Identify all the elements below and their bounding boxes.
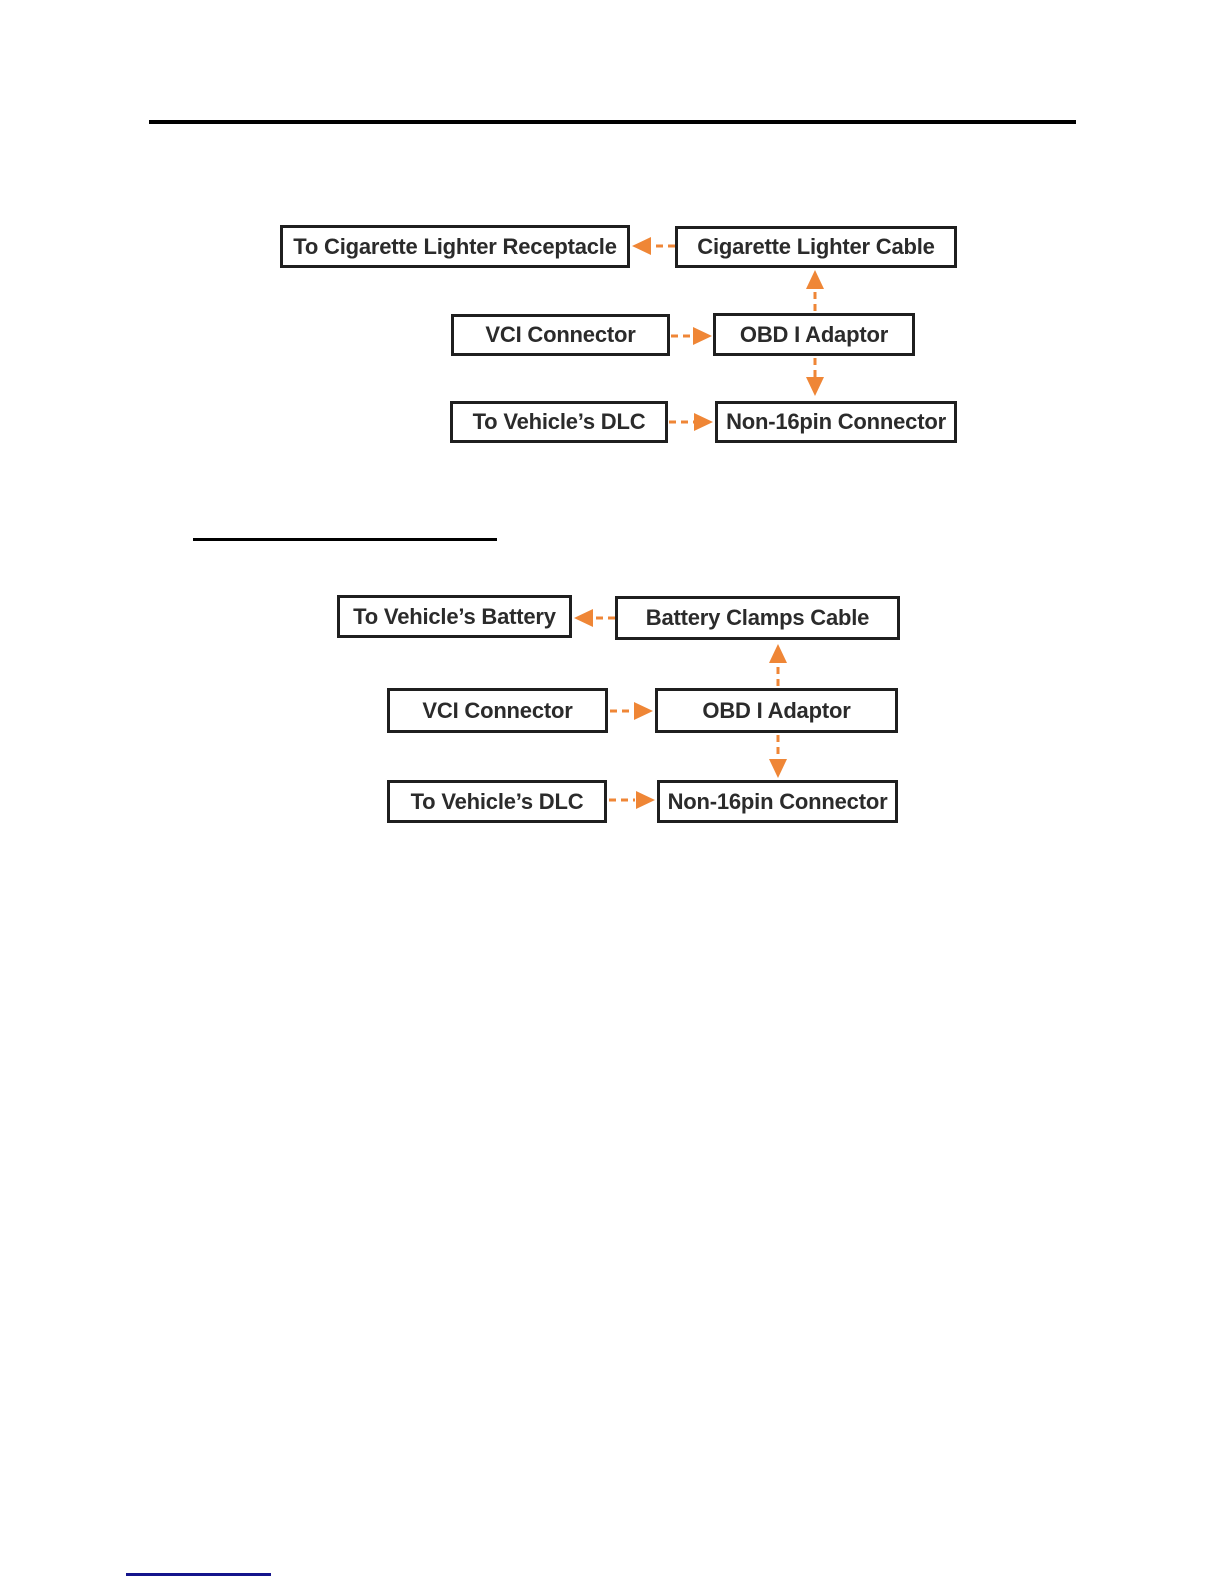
arrow-adaptor-to-non16pin-down [806,358,824,396]
header-rule [149,120,1076,124]
box-vci-connector-2: VCI Connector [387,688,608,733]
box-to-vehicles-dlc-2: To Vehicle’s DLC [387,780,607,823]
arrow-cable-to-receptacle [632,237,675,255]
arrow-dlc-to-non16pin-2 [609,791,655,809]
box-obd-i-adaptor-2: OBD I Adaptor [655,688,898,733]
arrow-clamps-to-battery [574,609,615,627]
arrow-adaptor-to-clamps-up [769,644,787,686]
box-non-16pin-connector: Non-16pin Connector [715,401,957,443]
box-obd-i-adaptor: OBD I Adaptor [713,313,915,356]
box-to-vehicles-dlc: To Vehicle’s DLC [450,401,668,443]
footnote-link-rule [126,1573,271,1576]
box-cigarette-lighter-cable: Cigarette Lighter Cable [675,226,957,268]
arrow-vci-to-adaptor [671,327,712,345]
box-battery-clamps-cable: Battery Clamps Cable [615,596,900,640]
arrow-adaptor-to-non16pin-down-2 [769,735,787,778]
arrow-adaptor-to-cable-up [806,270,824,311]
box-non-16pin-connector-2: Non-16pin Connector [657,780,898,823]
box-vci-connector: VCI Connector [451,314,670,356]
box-to-vehicles-battery: To Vehicle’s Battery [337,595,572,638]
arrow-vci-to-adaptor-2 [610,702,653,720]
box-to-cigarette-lighter-receptacle: To Cigarette Lighter Receptacle [280,225,630,268]
arrow-dlc-to-non16pin [669,413,713,431]
section-underline-rule [193,538,497,541]
